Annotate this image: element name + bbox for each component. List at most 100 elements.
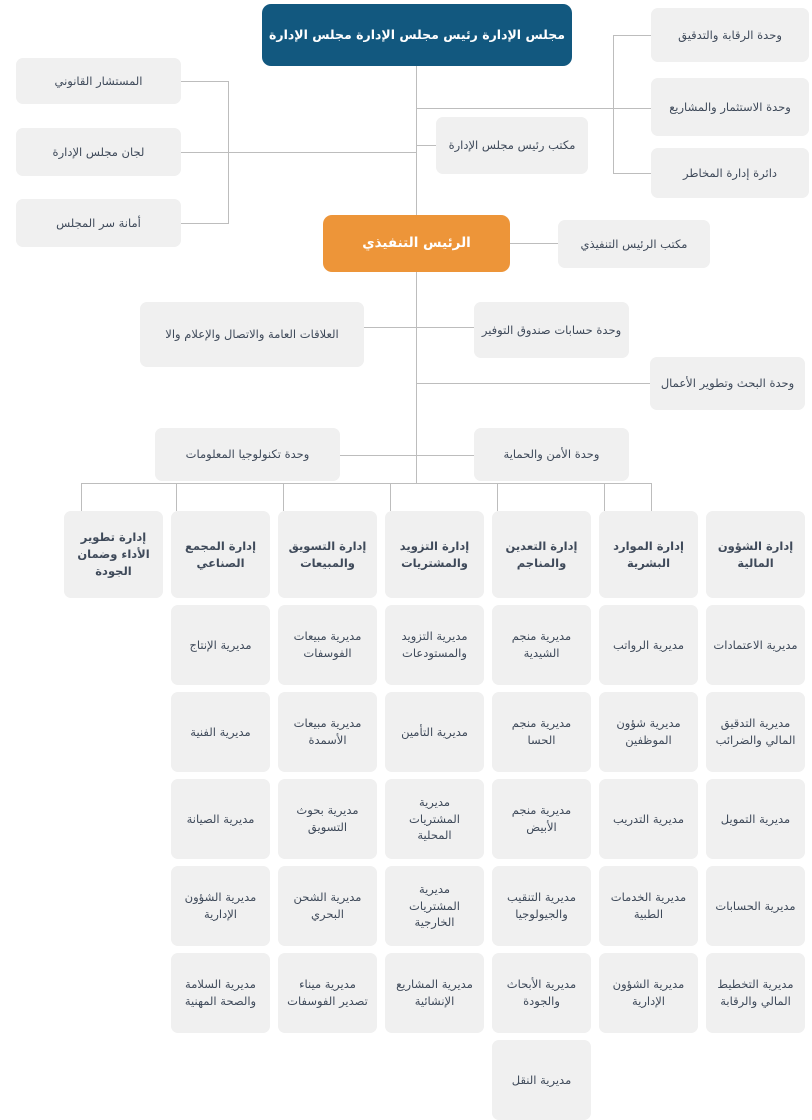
directorate-node[interactable]: مديرية الشؤون الإدارية (599, 953, 698, 1033)
department-header[interactable]: إدارة التعدين والمناجم (492, 511, 591, 598)
node-label: مديرية شؤون الموظفين (616, 716, 681, 747)
node-label: وحدة الرقابة والتدقيق (678, 27, 782, 42)
connector-dept-drop-7 (651, 483, 652, 511)
directorate-node[interactable]: مديرية الشحن البحري (278, 866, 377, 946)
node-label: مديرية الخدمات الطبية (610, 890, 687, 921)
connector-ceo-unit-research (416, 383, 650, 384)
connector-left-unit-3 (181, 223, 229, 224)
node-security-protection-unit[interactable]: وحدة الأمن والحماية (474, 428, 629, 481)
connector-department-bus (81, 483, 652, 484)
node-label: وحدة حسابات صندوق التوفير (481, 322, 622, 337)
directorate-node[interactable]: مديرية الاعتمادات (706, 605, 805, 685)
node-label: مديرية مبيعات الأسمدة (293, 716, 362, 747)
connector-ceo-unit-pr (364, 327, 474, 328)
connector-left-unit-1 (181, 81, 229, 82)
node-label: وحدة الاستثمار والمشاريع (669, 99, 791, 114)
directorate-node[interactable]: مديرية التدريب (599, 779, 698, 859)
node-label: مديرية المشتريات المحلية (409, 794, 460, 843)
department-header[interactable]: إدارة التسويق والمبيعات (278, 511, 377, 598)
node-audit-control-unit[interactable]: وحدة الرقابة والتدقيق (651, 8, 809, 62)
directorate-node[interactable]: مديرية منجم الأبيض (492, 779, 591, 859)
directorate-node[interactable]: مديرية منجم الحسا (492, 692, 591, 772)
directorate-node[interactable]: مديرية النقل (492, 1040, 591, 1120)
directorate-node[interactable]: مديرية التزويد والمستودعات (385, 605, 484, 685)
connector-dept-drop-2 (176, 483, 177, 511)
node-ceo-office[interactable]: مكتب الرئيس التنفيذي (558, 220, 710, 268)
directorate-node[interactable]: مديرية المشاريع الإنشائية (385, 953, 484, 1033)
directorate-node[interactable]: مديرية التمويل (706, 779, 805, 859)
node-label: مجلس الإدارة رئيس مجلس الإدارة مجلس الإد… (269, 26, 565, 42)
node-label: مديرية التدريب (612, 811, 685, 826)
directorate-node[interactable]: مديرية التنقيب والجيولوجيا (492, 866, 591, 946)
node-risk-management-department[interactable]: دائرة إدارة المخاطر (651, 148, 809, 198)
node-public-relations-unit[interactable]: العلاقات العامة والاتصال والإعلام والا (140, 302, 364, 367)
node-legal-advisor[interactable]: المستشار القانوني (16, 58, 181, 104)
node-label: مديرية المشتريات الخارجية (409, 881, 460, 930)
node-board-chairman-office[interactable]: مكتب رئيس مجلس الإدارة (436, 117, 588, 174)
directorate-node[interactable]: مديرية الإنتاج (171, 605, 270, 685)
directorate-node[interactable]: مديرية بحوث التسويق (278, 779, 377, 859)
directorate-node[interactable]: مديرية المشتريات الخارجية (385, 866, 484, 946)
directorate-node[interactable]: مديرية مبيعات الفوسفات (278, 605, 377, 685)
directorate-node[interactable]: مديرية شؤون الموظفين (599, 692, 698, 772)
node-label: المستشار القانوني (54, 73, 143, 88)
node-board-of-directors[interactable]: مجلس الإدارة رئيس مجلس الإدارة مجلس الإد… (262, 4, 572, 66)
directorate-node[interactable]: مديرية مبيعات الأسمدة (278, 692, 377, 772)
directorate-node[interactable]: مديرية المشتريات المحلية (385, 779, 484, 859)
node-label: مديرية التمويل (720, 811, 791, 826)
directorate-node[interactable]: مديرية الحسابات (706, 866, 805, 946)
node-label: مديرية الإنتاج (189, 637, 252, 652)
node-label: مديرية ميناء تصدير الفوسفات (287, 977, 368, 1008)
node-investment-projects-unit[interactable]: وحدة الاستثمار والمشاريع (651, 78, 809, 136)
directorate-node[interactable]: مديرية الفنية (171, 692, 270, 772)
node-label: مديرية التأمين (401, 724, 468, 739)
node-ceo[interactable]: الرئيس التنفيذي (323, 215, 510, 272)
connector-dept-drop-1 (81, 483, 82, 511)
department-header[interactable]: إدارة الموارد البشرية (599, 511, 698, 598)
node-label: مديرية منجم الشيدية (511, 629, 572, 660)
directorate-node[interactable]: مديرية التدقيق المالي والضرائب (706, 692, 805, 772)
node-label: مديرية التزويد والمستودعات (401, 629, 468, 660)
node-label: وحدة البحث وتطوير الأعمال (660, 376, 795, 391)
node-information-technology-unit[interactable]: وحدة تكنولوجيا المعلومات (155, 428, 340, 481)
node-label: إدارة الموارد البشرية (613, 538, 684, 570)
connector-dept-drop-4 (390, 483, 391, 511)
directorate-node[interactable]: مديرية ميناء تصدير الفوسفات (278, 953, 377, 1033)
department-header[interactable]: إدارة الشؤون المالية (706, 511, 805, 598)
department-header[interactable]: إدارة المجمع الصناعي (171, 511, 270, 598)
directorate-node[interactable]: مديرية السلامة والصحة المهنية (171, 953, 270, 1033)
node-label: إدارة التزويد والمشتريات (399, 538, 470, 570)
connector-right-unit-3 (613, 173, 651, 174)
directorate-node[interactable]: مديرية الشؤون الإدارية (171, 866, 270, 946)
node-label: مكتب الرئيس التنفيذي (580, 236, 688, 251)
node-board-secretariat[interactable]: أمانة سر المجلس (16, 199, 181, 247)
department-header[interactable]: إدارة تطوير الأداء وضمان الجودة (64, 511, 163, 598)
directorate-node[interactable]: مديرية الرواتب (599, 605, 698, 685)
node-label: مديرية الشؤون الإدارية (612, 977, 685, 1008)
node-label: إدارة الشؤون المالية (717, 538, 794, 570)
node-label: مديرية الأبحاث والجودة (506, 977, 577, 1008)
connector-left-unit-2 (181, 152, 229, 153)
node-research-business-development-unit[interactable]: وحدة البحث وتطوير الأعمال (650, 357, 805, 410)
node-label: دائرة إدارة المخاطر (682, 165, 778, 180)
directorate-node[interactable]: مديرية التأمين (385, 692, 484, 772)
node-label: مديرية التنقيب والجيولوجيا (507, 890, 576, 921)
directorate-node[interactable]: مديرية الأبحاث والجودة (492, 953, 591, 1033)
node-board-committees[interactable]: لجان مجلس الإدارة (16, 128, 181, 176)
node-label: مديرية التدقيق المالي والضرائب (715, 716, 796, 747)
node-label: إدارة التعدين والمناجم (505, 538, 578, 570)
directorate-node[interactable]: مديرية التخطيط المالي والرقابة (706, 953, 805, 1033)
department-header[interactable]: إدارة التزويد والمشتريات (385, 511, 484, 598)
directorate-node[interactable]: مديرية الخدمات الطبية (599, 866, 698, 946)
connector-board-office (416, 145, 436, 146)
node-label: مديرية الفنية (190, 724, 251, 739)
connector-ceo-spine (416, 272, 417, 484)
connector-board-right-bus (416, 108, 614, 109)
node-label: مديرية المشاريع الإنشائية (396, 977, 473, 1008)
directorate-node[interactable]: مديرية الصيانة (171, 779, 270, 859)
directorate-node[interactable]: مديرية منجم الشيدية (492, 605, 591, 685)
node-label: لجان مجلس الإدارة (52, 144, 145, 159)
connector-dept-drop-6 (604, 483, 605, 511)
node-label: وحدة تكنولوجيا المعلومات (185, 447, 310, 462)
node-savings-fund-accounts-unit[interactable]: وحدة حسابات صندوق التوفير (474, 302, 629, 358)
